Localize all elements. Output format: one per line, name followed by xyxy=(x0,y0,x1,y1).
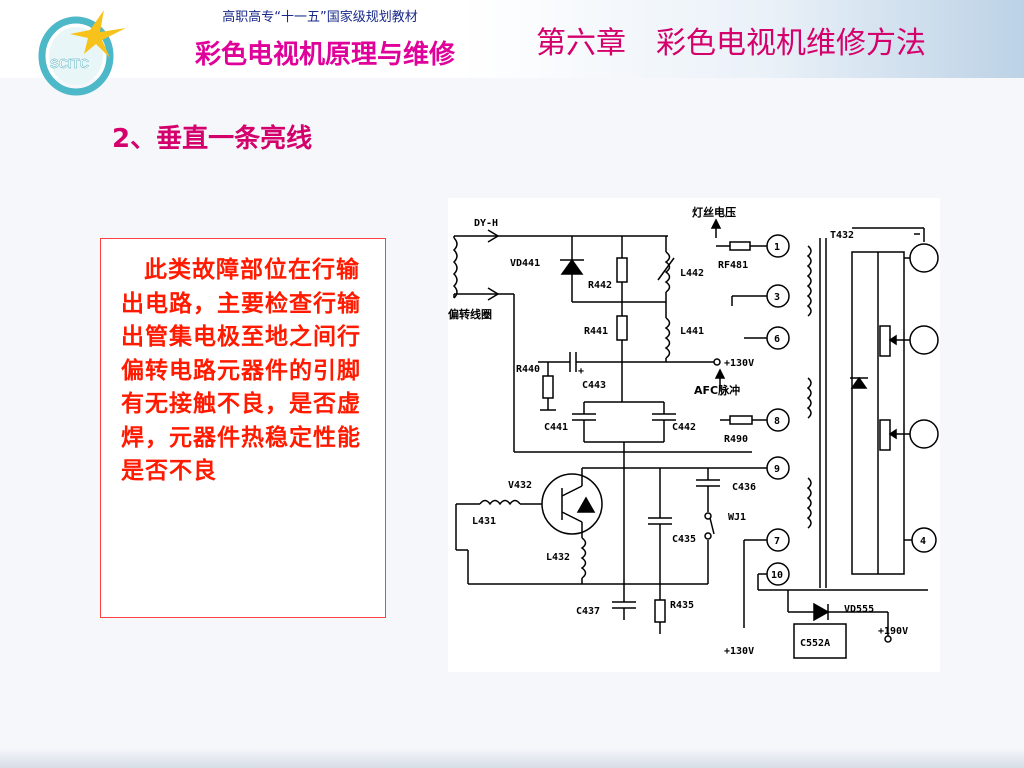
circuit-label-v130b: +130V xyxy=(724,646,754,657)
circuit-label-plus: + xyxy=(578,366,584,377)
circuit-label-v190: +190V xyxy=(878,626,908,637)
circuit-label-6: 10 xyxy=(771,570,783,581)
circuit-label-1: 3 xyxy=(774,292,780,303)
circuit-label-r435: R435 xyxy=(670,600,694,611)
circuit-label-c552a: C552A xyxy=(800,638,830,649)
circuit-label-yoke: 偏转线圈 xyxy=(448,307,492,321)
circuit-label-l442: L442 xyxy=(680,268,704,279)
circuit-label-dy_h: DY-H xyxy=(474,218,498,229)
circuit-label-v432: V432 xyxy=(508,480,532,491)
circuit-label-r442: R442 xyxy=(588,280,612,291)
circuit-label-vd555: VD555 xyxy=(844,604,874,615)
circuit-label-c437: C437 xyxy=(576,606,600,617)
circuit-label-rf481: RF481 xyxy=(718,260,748,271)
circuit-label-2: 6 xyxy=(774,334,780,345)
circuit-label-c442: C442 xyxy=(672,422,696,433)
circuit-label-7: 4 xyxy=(920,536,926,547)
fault-description-box: 此类故障部位在行输出电路，主要检查行输出管集电极至地之间行偏转电路元器件的引脚有… xyxy=(100,238,386,618)
circuit-label-r440: R440 xyxy=(516,364,540,375)
scitc-logo: SCITC xyxy=(38,10,126,96)
circuit-label-5: 7 xyxy=(774,536,780,547)
circuit-label-3: 8 xyxy=(774,416,780,427)
circuit-label-l431: L431 xyxy=(472,516,496,527)
circuit-label-r441: R441 xyxy=(584,326,608,337)
circuit-label-c436: C436 xyxy=(732,482,756,493)
logo-text: SCITC xyxy=(50,56,90,71)
circuit-label-c435: C435 xyxy=(672,534,696,545)
footer-band xyxy=(0,748,1024,768)
circuit-label-r490: R490 xyxy=(724,434,748,445)
book-title: 彩色电视机原理与维修 xyxy=(194,40,455,70)
circuit-label-4: 9 xyxy=(774,464,780,475)
circuit-label-filament: 灯丝电压 xyxy=(692,205,736,219)
chapter-title: 第六章 彩色电视机维修方法 xyxy=(536,26,926,61)
series-title: 高职高专“十一五”国家级规划教材 xyxy=(222,10,418,25)
header-band xyxy=(0,0,1024,78)
circuit-label-t432: T432 xyxy=(830,230,854,241)
section-title: 2、垂直一条亮线 xyxy=(112,124,313,154)
circuit-label-l441: L441 xyxy=(680,326,704,337)
circuit-label-v130: +130V xyxy=(724,358,754,369)
circuit-label-afc: AFC脉冲 xyxy=(694,383,740,397)
circuit-label-0: 1 xyxy=(774,242,780,253)
circuit-label-l432: L432 xyxy=(546,552,570,563)
circuit-diagram: DY-H 偏转线圈 VD441 R442 L442 R441 L441 R440… xyxy=(448,198,940,672)
circuit-label-vd441: VD441 xyxy=(510,258,540,269)
circuit-label-wj1: WJ1 xyxy=(728,512,746,523)
circuit-label-c443: C443 xyxy=(582,380,606,391)
circuit-label-c441: C441 xyxy=(544,422,568,433)
fault-description-text: 此类故障部位在行输出电路，主要检查行输出管集电极至地之间行偏转电路元器件的引脚有… xyxy=(121,256,361,484)
